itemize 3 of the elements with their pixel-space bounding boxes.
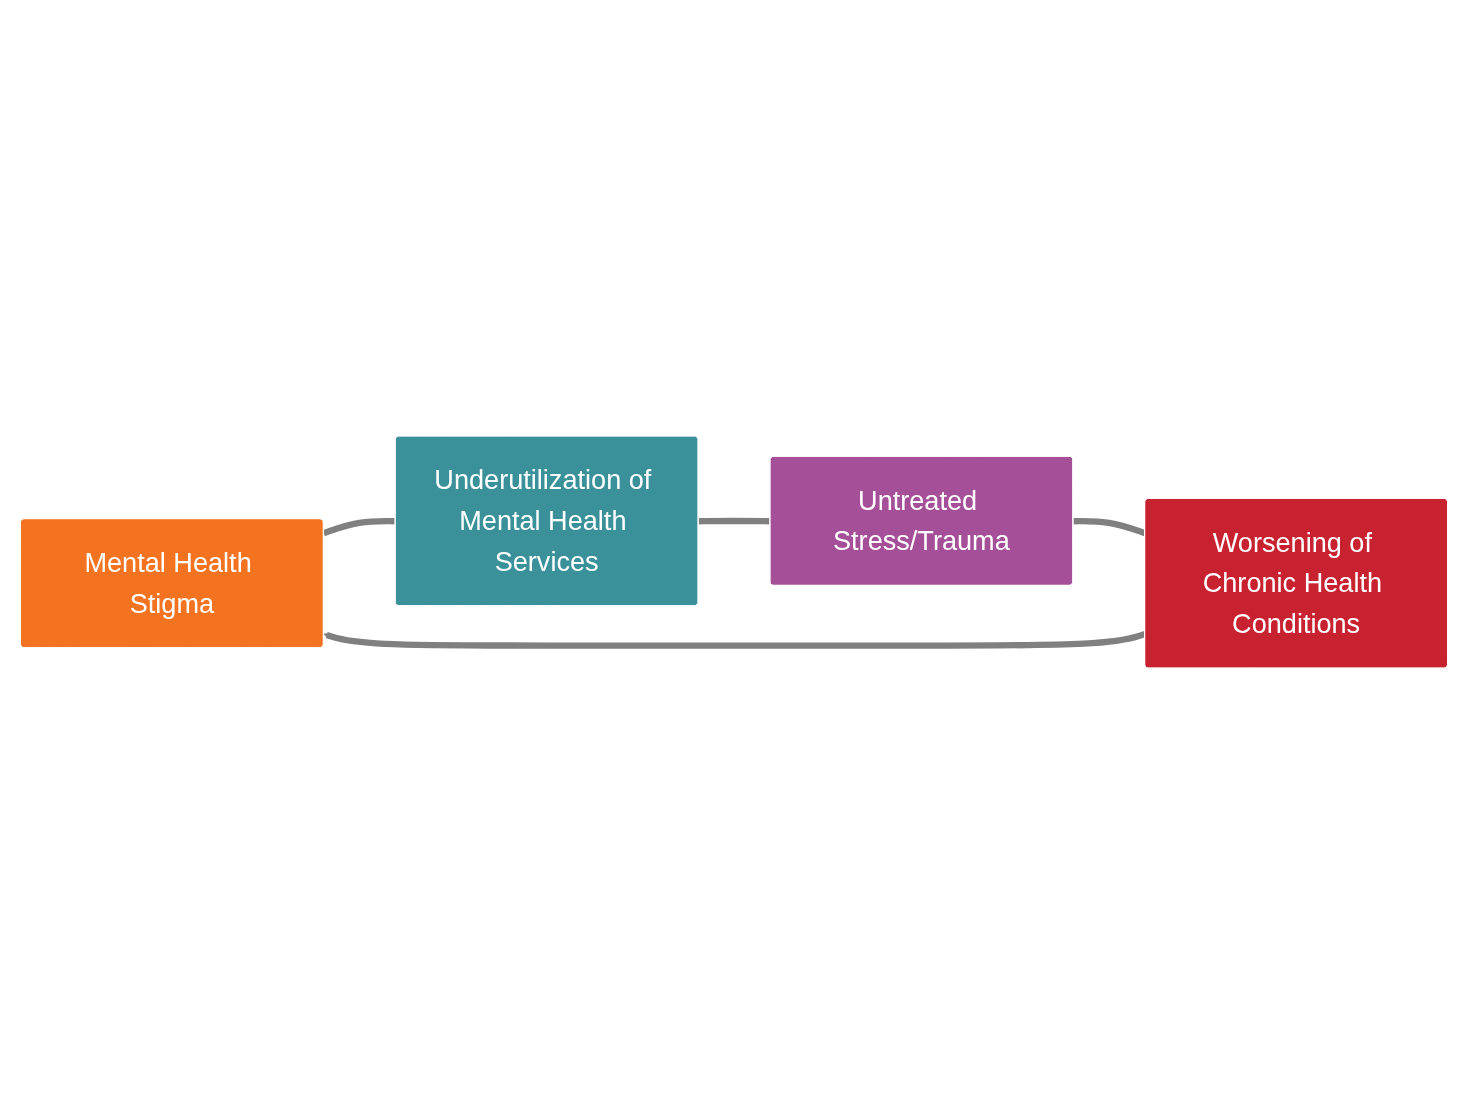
arrow <box>323 630 1146 649</box>
connector <box>322 517 396 536</box>
connector <box>698 517 771 524</box>
